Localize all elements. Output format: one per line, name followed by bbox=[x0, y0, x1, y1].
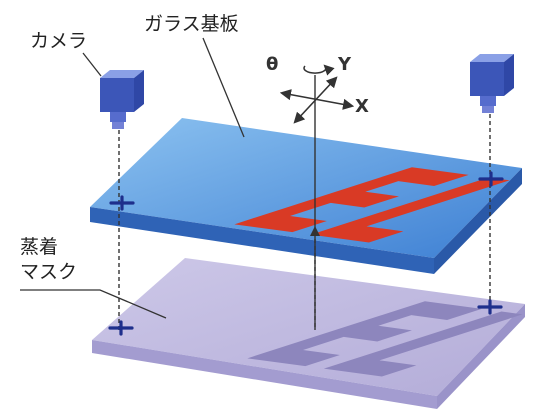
mask-leader-line bbox=[20, 289, 167, 319]
camera-icon bbox=[470, 54, 514, 113]
mask-top-face bbox=[92, 258, 525, 396]
substrate-side-edge bbox=[434, 168, 522, 274]
alignment-marks bbox=[108, 171, 504, 336]
cross-mark-icon bbox=[109, 195, 135, 211]
glass-substrate-leader-line bbox=[202, 37, 245, 138]
cross-mark-icon bbox=[477, 299, 503, 315]
axis-arrow-up bbox=[310, 226, 320, 236]
mask-side-edge bbox=[437, 304, 525, 409]
deposition-mask-plate: EL bbox=[92, 258, 540, 409]
alignment-axes: θ Y X bbox=[266, 54, 369, 330]
cross-mark-icon bbox=[108, 320, 134, 336]
cross-mark-icon bbox=[478, 171, 504, 187]
callouts: カメラ ガラス基板 蒸着 マスク bbox=[20, 13, 245, 319]
mask-front-edge bbox=[92, 340, 437, 409]
glass-substrate-label: ガラス基板 bbox=[144, 13, 239, 35]
left-camera bbox=[100, 70, 144, 332]
rotation-arrow-icon bbox=[303, 64, 335, 76]
y-axis-arrow bbox=[293, 76, 338, 124]
camera-leader-line bbox=[82, 52, 102, 77]
substrate-front-edge bbox=[90, 207, 434, 274]
mask-label-line1: 蒸着 bbox=[20, 236, 58, 258]
right-camera bbox=[470, 54, 514, 310]
mask-label-line2: マスク bbox=[20, 261, 77, 283]
y-axis-label: Y bbox=[337, 54, 352, 75]
camera-icon bbox=[100, 70, 144, 129]
substrate-top-face bbox=[90, 118, 522, 258]
x-axis-label: X bbox=[355, 96, 369, 117]
camera-label: カメラ bbox=[30, 30, 87, 52]
theta-label: θ bbox=[266, 54, 278, 75]
